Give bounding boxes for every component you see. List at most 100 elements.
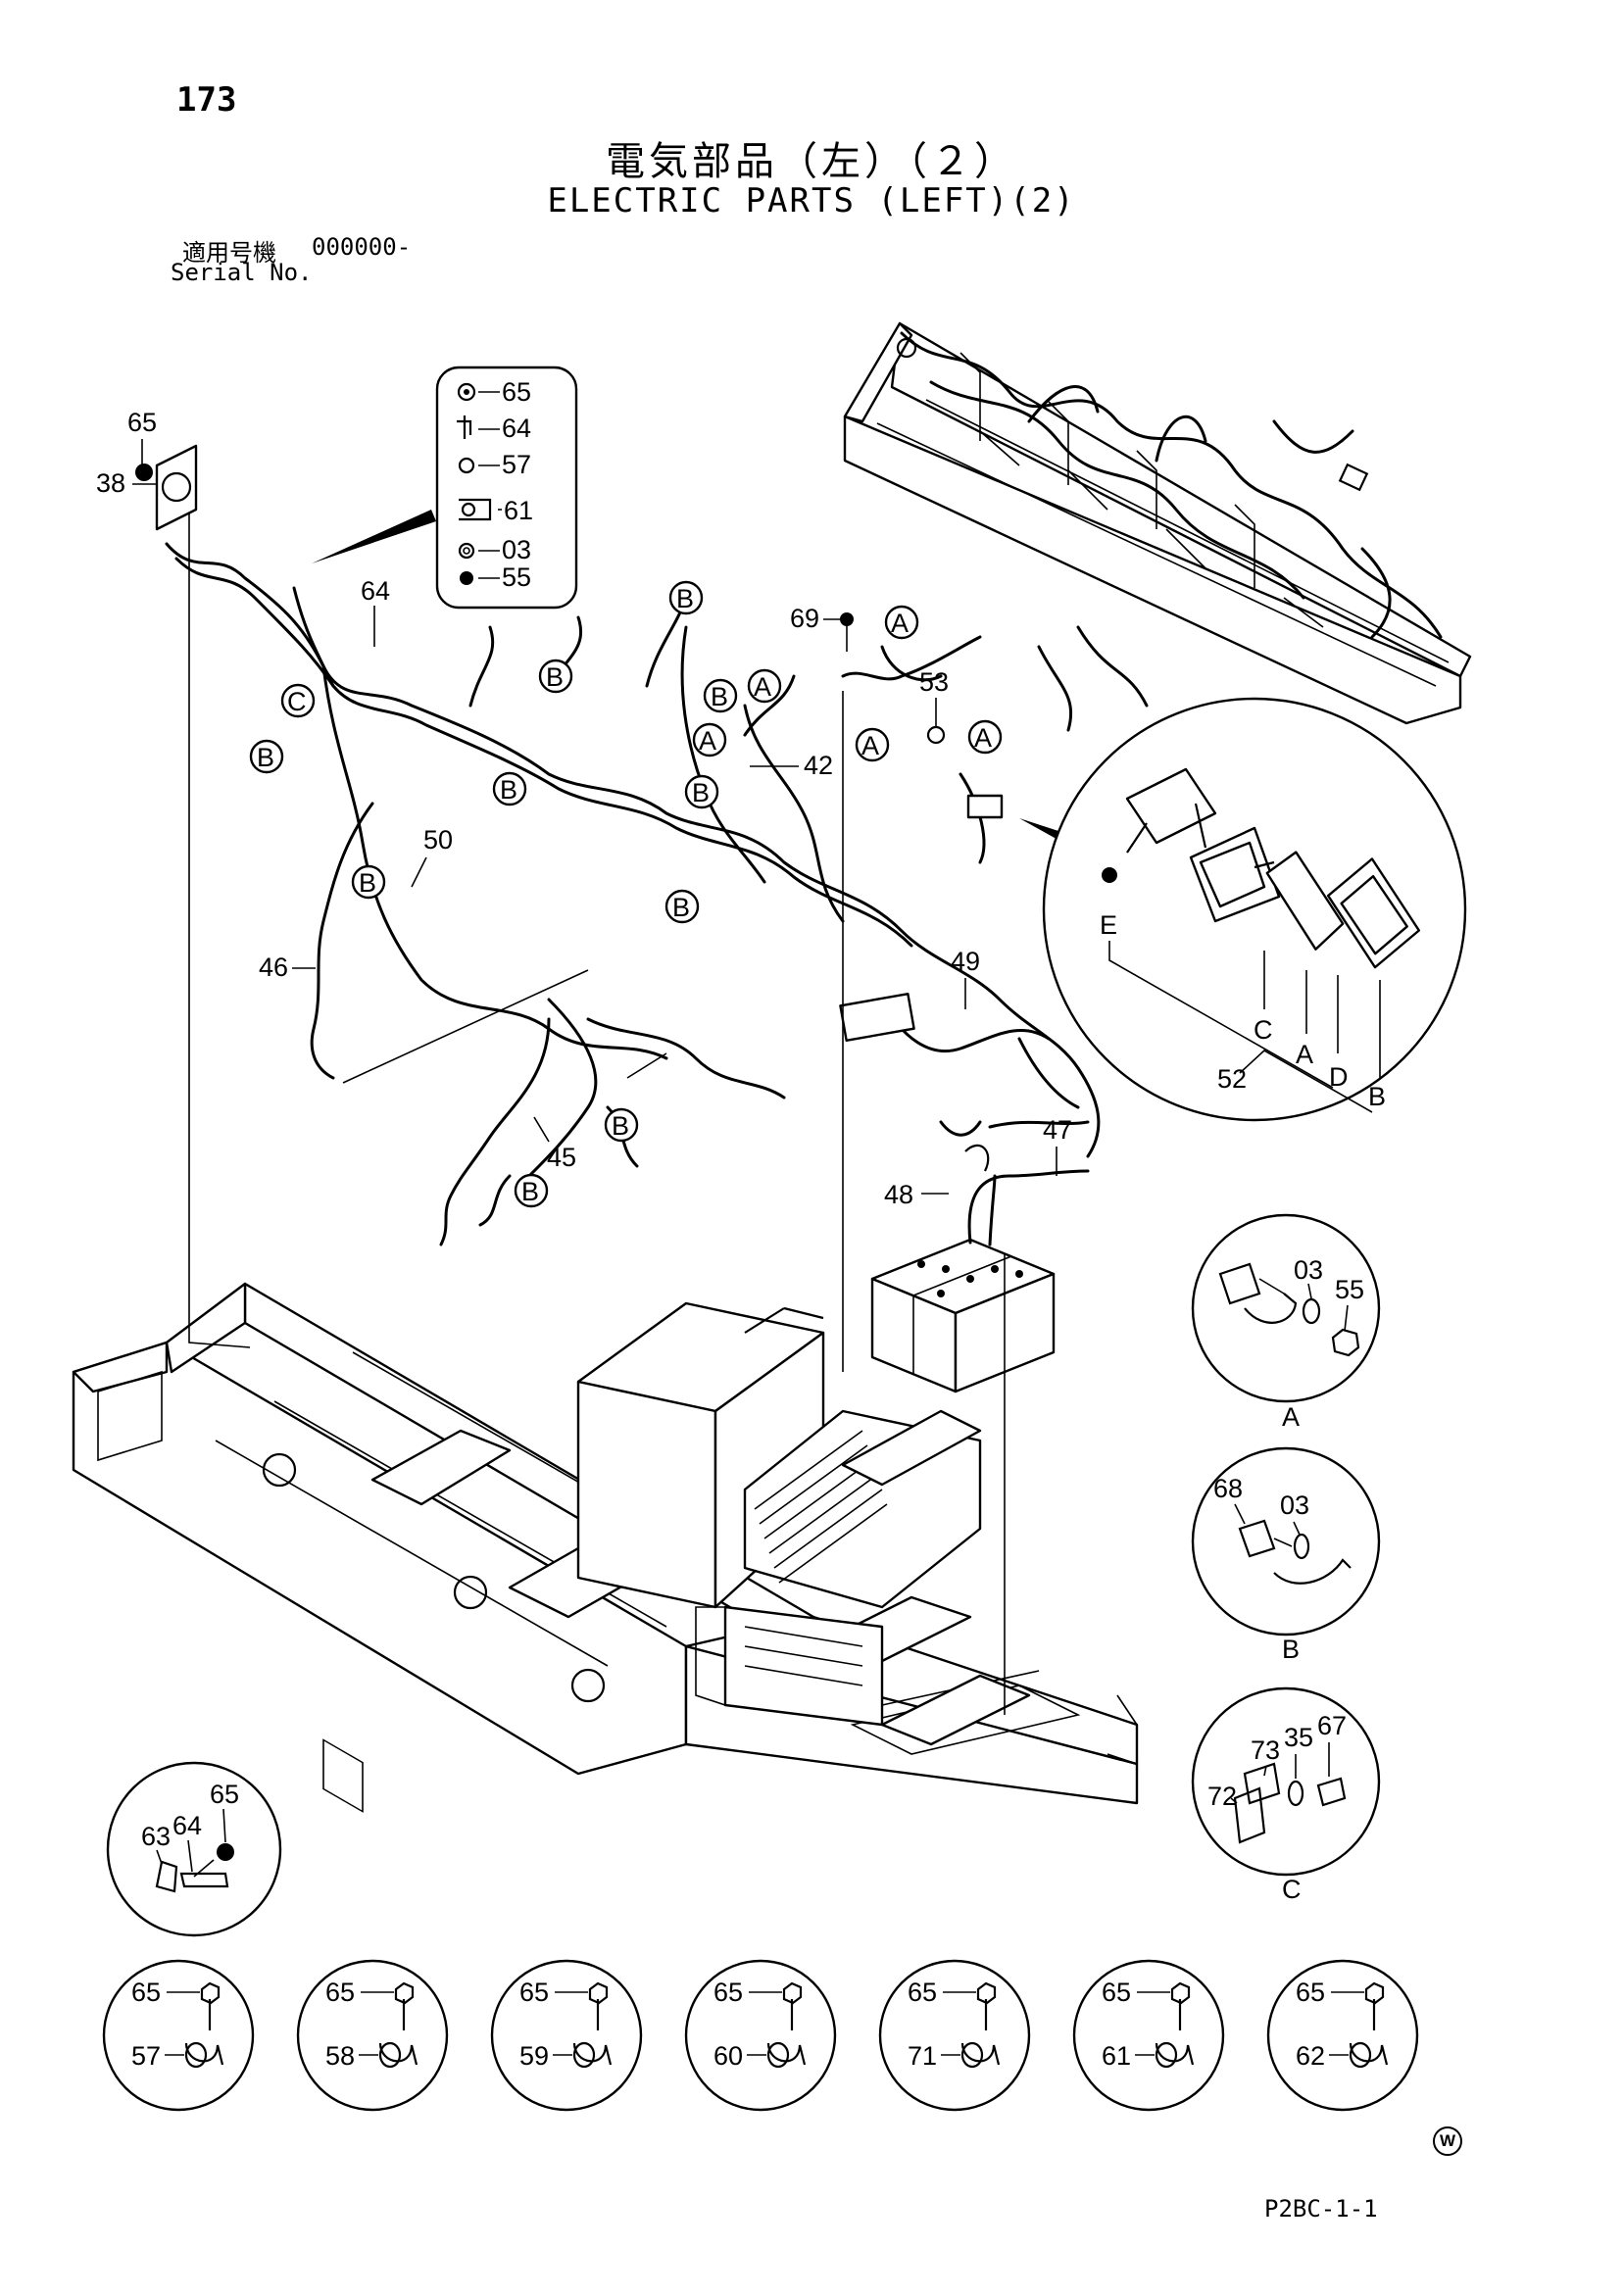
legend-61: 61: [504, 496, 533, 525]
legend-65: 65: [502, 377, 531, 407]
detail-a: 03 55 A: [1191, 1213, 1381, 1432]
bolt-icon: [200, 1981, 221, 2005]
tag-b: B: [711, 682, 728, 711]
detail-b: 68 03 B: [1191, 1446, 1381, 1664]
legend-55: 55: [502, 562, 531, 592]
serial-label-english: Serial No.: [171, 259, 313, 286]
detail-c-label: C: [1282, 1875, 1302, 1904]
legend-64: 64: [502, 414, 531, 443]
tag-b: B: [500, 775, 517, 805]
page-number: 173: [176, 80, 237, 120]
tag-b: B: [521, 1177, 539, 1206]
detail-c-part-35: 35: [1284, 1723, 1313, 1752]
circle-letter-tags: B B B A A B B C B B B B B A A A: [249, 580, 1003, 1208]
clamp-part-label: 71: [908, 2041, 937, 2071]
detail-a-part-03: 03: [1294, 1255, 1323, 1285]
detail-a-part-55: 55: [1335, 1275, 1364, 1304]
detail-c: 73 35 67 72 C: [1191, 1686, 1381, 1904]
clamp-detail-62: 65 62: [1266, 1959, 1419, 2112]
clamp-part-label: 58: [325, 2041, 355, 2071]
title-english: ELECTRIC PARTS (LEFT)(2): [547, 181, 1076, 220]
clamp-bolt-label: 65: [713, 1978, 743, 2007]
tag-a: A: [754, 672, 771, 702]
bolt-icon: [394, 1981, 415, 2005]
lamp-label-a: A: [1296, 1040, 1313, 1069]
clamp-part-label: 61: [1102, 2041, 1131, 2071]
tag-b: B: [672, 893, 690, 922]
corner-mark: W: [1433, 2126, 1462, 2156]
tag-a: A: [974, 723, 992, 753]
clamp-bolt-label: 65: [908, 1978, 937, 2007]
serial-number-value: 000000-: [312, 233, 412, 261]
clamp-part-label: 62: [1296, 2041, 1325, 2071]
tag-b: B: [257, 743, 274, 772]
hardware-legend: 65 64 57 61 03 55: [435, 366, 578, 610]
callout-69: 69: [790, 604, 819, 633]
tag-b: B: [676, 584, 694, 613]
clamp-detail-circle: [102, 1959, 255, 2112]
clamp-detail-71: 65 71: [878, 1959, 1031, 2112]
bolt-icon: [1170, 1981, 1191, 2005]
detail-c-part-73: 73: [1251, 1735, 1280, 1765]
bracket-part-64: 64: [172, 1811, 202, 1840]
clamp-bolt-label: 65: [1296, 1978, 1325, 2007]
detail-b-part-03: 03: [1280, 1490, 1309, 1520]
clamp-detail-circle: [490, 1959, 643, 2112]
callout-64: 64: [361, 576, 390, 606]
tag-a: A: [861, 731, 879, 760]
bracket-part-65: 65: [210, 1780, 239, 1809]
clamp-part-label: 59: [519, 2041, 549, 2071]
tag-a: A: [891, 609, 909, 638]
callout-49: 49: [951, 947, 980, 976]
clamp-detail-59: 65 59: [490, 1959, 643, 2112]
callout-45: 45: [547, 1143, 576, 1172]
tag-c: C: [287, 687, 307, 716]
bolt-icon: [588, 1981, 609, 2005]
clamp-bolt-label: 65: [131, 1978, 161, 2007]
clamp-detail-circle: [1072, 1959, 1225, 2112]
legend-03: 03: [502, 535, 531, 564]
document-reference: P2BC-1-1: [1264, 2195, 1378, 2223]
callout-53: 53: [919, 667, 949, 697]
clamp-bolt-label: 65: [1102, 1978, 1131, 2007]
lamp-ref-52: 52: [1217, 1064, 1247, 1094]
callout-42: 42: [804, 751, 833, 780]
clamp-detail-circle: [1266, 1959, 1419, 2112]
callout-labels: 65 38 64 50 46 45 69 42 53 49 47 48: [96, 408, 1072, 1209]
detail-a-label: A: [1282, 1402, 1300, 1432]
detail-bracket: 63 64 65: [106, 1761, 282, 1937]
bolt-icon: [782, 1981, 803, 2005]
clamp-detail-57: 65 57: [102, 1959, 255, 2112]
leader-lines: [188, 461, 1063, 1715]
callout-38: 38: [96, 468, 125, 498]
tag-b: B: [612, 1111, 629, 1141]
clamp-part-label: 57: [131, 2041, 161, 2071]
clamp-bolt-label: 65: [519, 1978, 549, 2007]
tag-b: B: [546, 662, 564, 692]
detail-c-part-72: 72: [1207, 1782, 1237, 1811]
detail-b-label: B: [1282, 1635, 1300, 1664]
bolt-icon: [976, 1981, 997, 2005]
wiring-harness: [165, 542, 1101, 1246]
callout-50: 50: [423, 825, 453, 855]
tag-b: B: [359, 868, 376, 898]
legend-57: 57: [502, 450, 531, 479]
tag-a: A: [699, 726, 716, 756]
lamp-label-b: B: [1368, 1082, 1386, 1111]
lamp-label-e: E: [1100, 910, 1117, 940]
lamp-label-c: C: [1254, 1015, 1273, 1045]
clamp-detail-circle: [878, 1959, 1031, 2112]
clamp-detail-61: 65 61: [1072, 1959, 1225, 2112]
frame-overview-drawing: [843, 321, 1472, 732]
bracket-part-63: 63: [141, 1822, 171, 1851]
detail-b-part-68: 68: [1213, 1474, 1243, 1503]
clamp-detail-circle: [684, 1959, 837, 2112]
title-japanese: 電気部品（左）（２）: [606, 139, 1017, 184]
cover-and-steps: [576, 1301, 1031, 1746]
detail-lamp: E C A D B 52: [1042, 697, 1467, 1122]
callout-65: 65: [127, 408, 157, 437]
detail-c-part-67: 67: [1317, 1711, 1347, 1740]
